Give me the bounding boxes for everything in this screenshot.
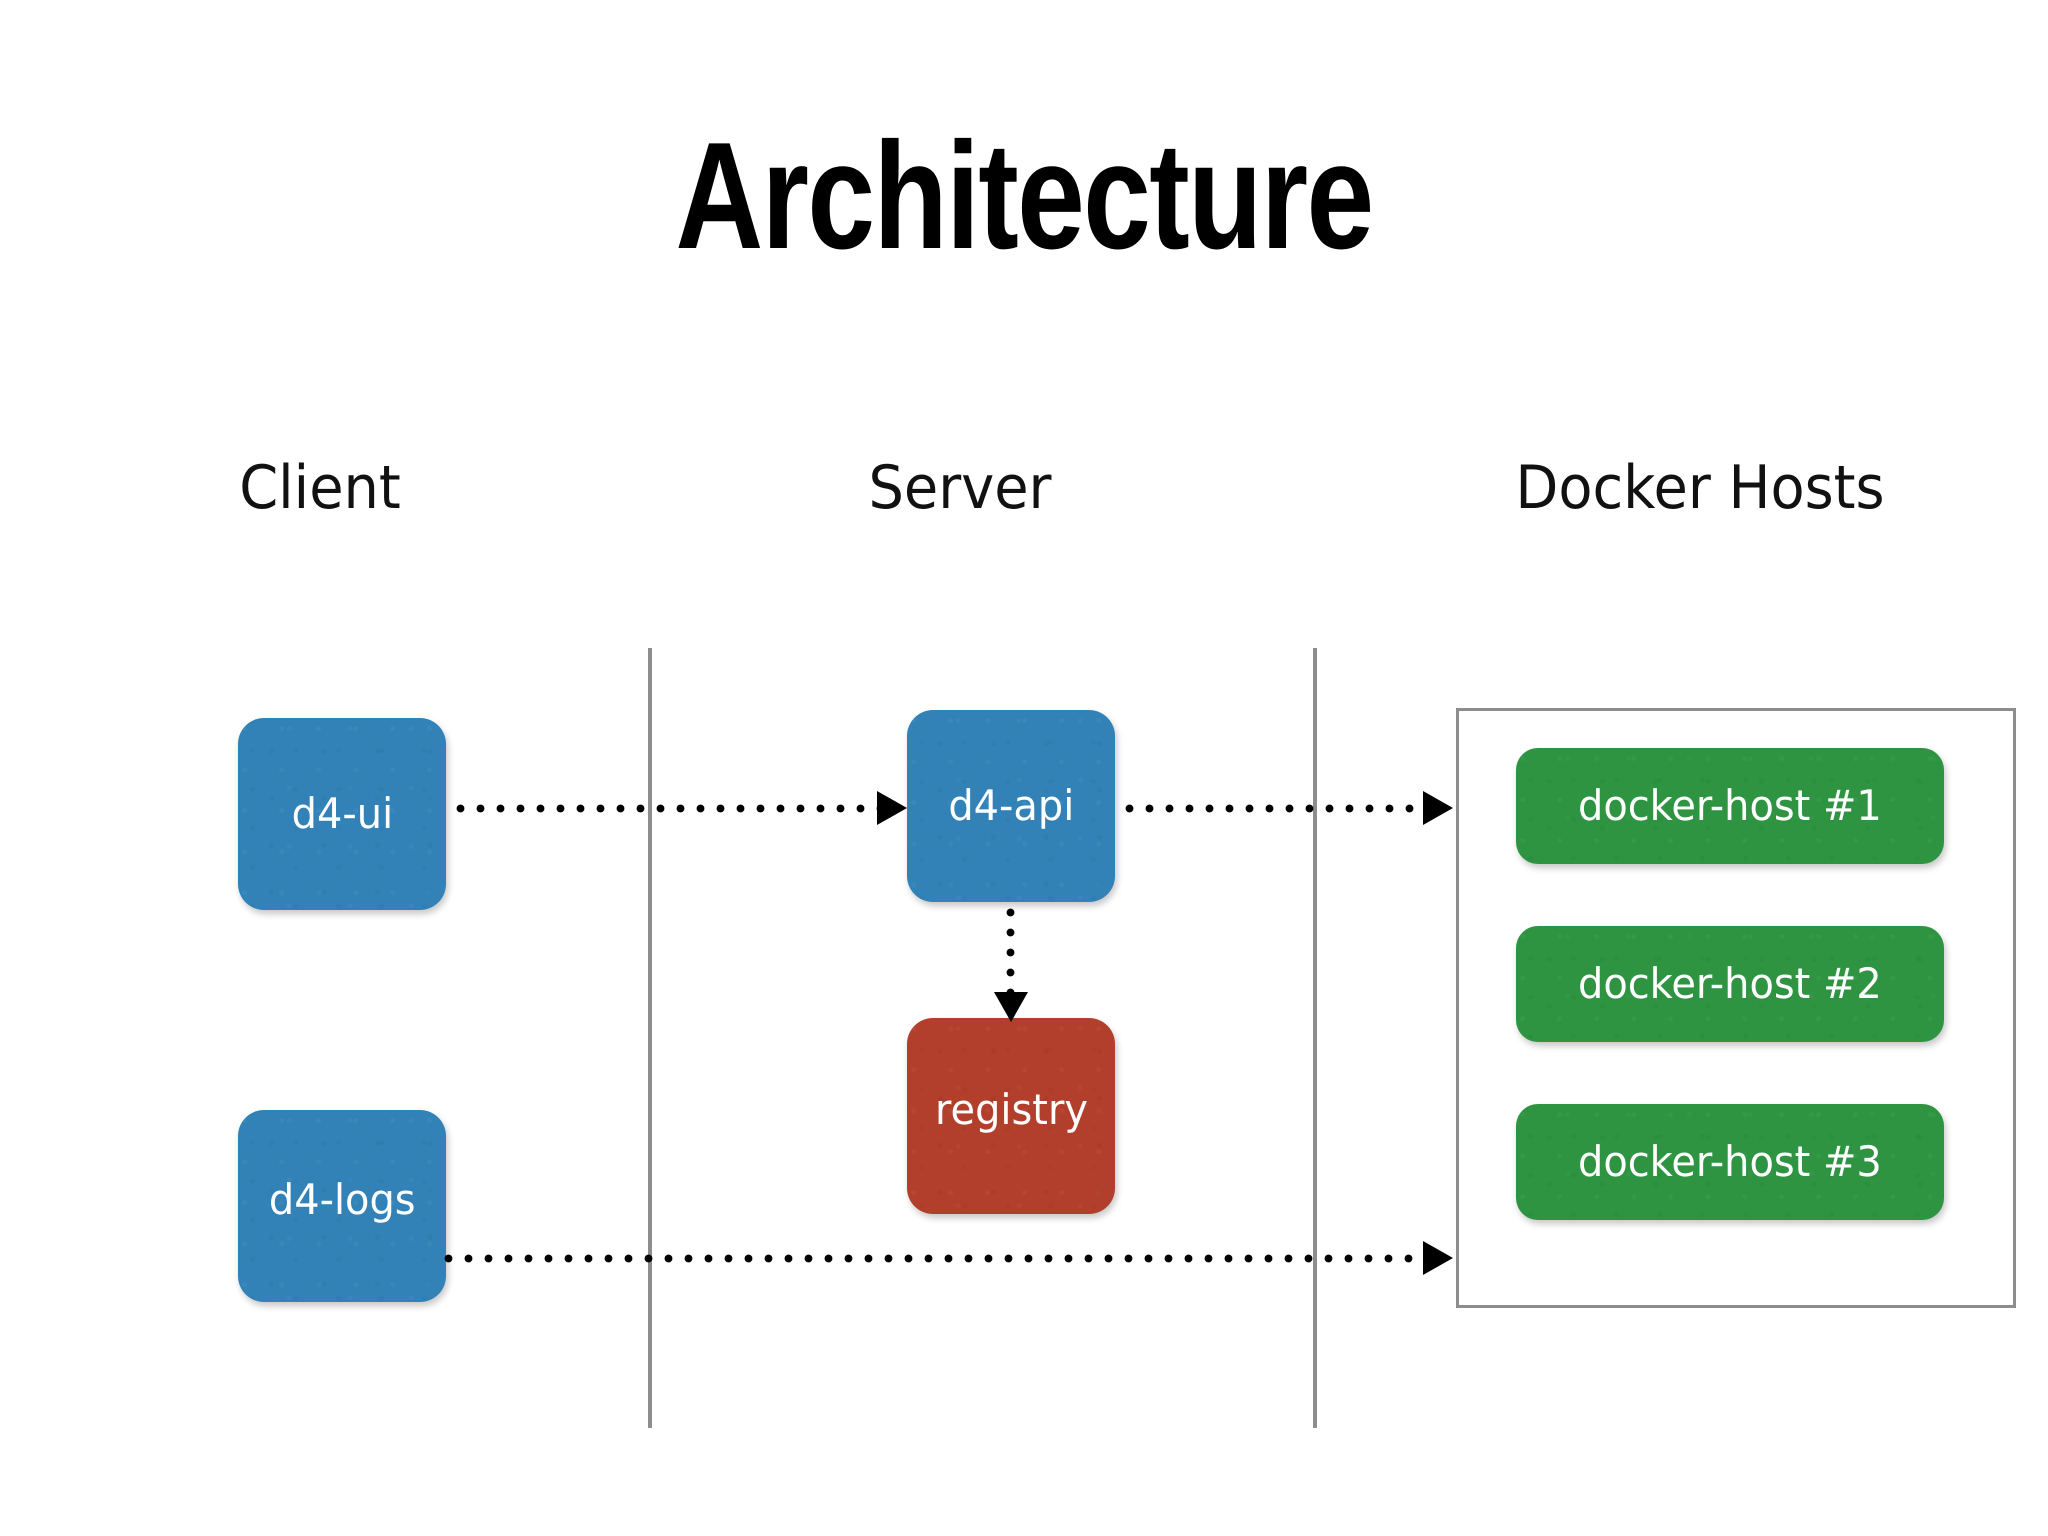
arrowhead-d4-api-to-docker-hosts bbox=[1423, 791, 1453, 825]
arrowhead-d4-api-to-registry bbox=[994, 992, 1028, 1022]
node-docker-host-2-label: docker-host #2 bbox=[1578, 959, 1882, 1008]
page-title: Architecture bbox=[675, 111, 1374, 281]
connector-d4-api-to-registry bbox=[1006, 908, 1015, 996]
node-d4-logs[interactable]: d4-logs bbox=[238, 1110, 446, 1302]
node-docker-host-2[interactable]: docker-host #2 bbox=[1516, 926, 1944, 1042]
node-docker-host-1[interactable]: docker-host #1 bbox=[1516, 748, 1944, 864]
lane-header-server: Server bbox=[868, 453, 1052, 523]
node-docker-host-3[interactable]: docker-host #3 bbox=[1516, 1104, 1944, 1220]
connector-d4-api-to-docker-hosts bbox=[1125, 804, 1427, 813]
arrowhead-d4-logs-to-docker-hosts bbox=[1423, 1241, 1453, 1275]
connector-d4-ui-to-d4-api bbox=[456, 804, 881, 813]
node-d4-logs-label: d4-logs bbox=[268, 1175, 416, 1224]
node-d4-ui[interactable]: d4-ui bbox=[238, 718, 446, 910]
node-d4-api[interactable]: d4-api bbox=[907, 710, 1115, 902]
lane-header-docker-hosts: Docker Hosts bbox=[1515, 453, 1885, 523]
lane-divider-server-docker bbox=[1313, 648, 1317, 1428]
lane-header-client: Client bbox=[239, 453, 401, 523]
node-d4-api-label: d4-api bbox=[948, 781, 1074, 830]
node-registry-label: registry bbox=[934, 1085, 1088, 1134]
arrowhead-d4-ui-to-d4-api bbox=[877, 791, 907, 825]
node-docker-host-3-label: docker-host #3 bbox=[1578, 1137, 1882, 1186]
node-docker-host-1-label: docker-host #1 bbox=[1578, 781, 1882, 830]
node-d4-ui-label: d4-ui bbox=[291, 789, 393, 838]
node-registry[interactable]: registry bbox=[907, 1018, 1115, 1214]
connector-d4-logs-to-docker-hosts bbox=[444, 1254, 1427, 1263]
lane-divider-client-server bbox=[648, 648, 652, 1428]
